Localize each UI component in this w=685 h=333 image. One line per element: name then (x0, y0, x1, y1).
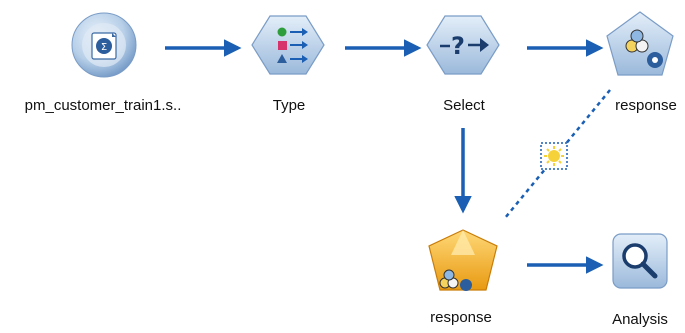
model-nugget-icon[interactable] (428, 229, 498, 291)
model-builder-icon[interactable] (606, 11, 674, 76)
svg-text:?: ? (451, 32, 465, 60)
node-label-select: Select (443, 97, 485, 114)
database-source-icon[interactable]: Σ (71, 12, 137, 78)
analysis-magnifier-icon[interactable] (612, 233, 668, 289)
node-label-analysis: Analysis (612, 311, 668, 328)
node-label-nugget: response (430, 309, 492, 326)
node-label-modeler: response (615, 97, 677, 114)
node-label-type: Type (272, 97, 306, 114)
select-record-ops-icon[interactable]: ? (426, 15, 500, 75)
type-field-ops-icon[interactable] (251, 15, 325, 75)
svg-text:Σ: Σ (101, 42, 107, 53)
node-label-source: pm_customer_train1.s.. (24, 97, 182, 114)
model-link-marker-icon[interactable] (540, 142, 568, 170)
